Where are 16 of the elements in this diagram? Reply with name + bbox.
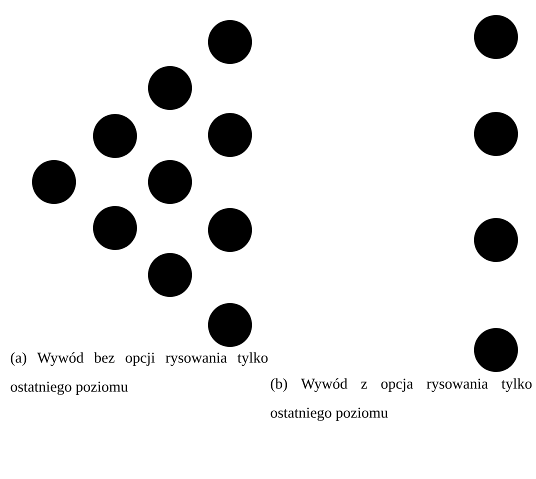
- dot: [474, 328, 518, 372]
- dot: [93, 206, 137, 250]
- dot: [93, 114, 137, 158]
- dot: [148, 66, 192, 110]
- dot: [208, 113, 252, 157]
- subfigure-caption: (b) Wywód z opcja rysowania tylko ostatniego poziomu: [270, 378, 532, 421]
- dot: [208, 208, 252, 252]
- dot: [148, 160, 192, 204]
- dot: [208, 303, 252, 347]
- dot: [474, 15, 518, 59]
- subfigure-caption: (a) Wywód bez opcji rysowania tylko ostatniego poziomu: [10, 352, 268, 395]
- dot: [474, 218, 518, 262]
- dot: [474, 112, 518, 156]
- dot: [32, 160, 76, 204]
- dot: [148, 253, 192, 297]
- dot: [208, 20, 252, 64]
